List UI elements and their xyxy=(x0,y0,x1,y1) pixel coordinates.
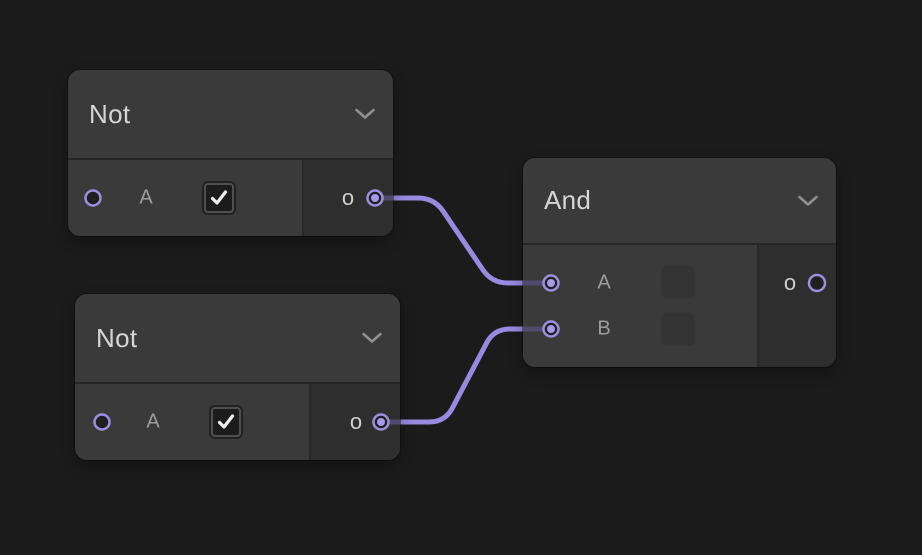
wire-not1-o-to-and-a[interactable] xyxy=(372,195,554,286)
port-not1-input-a[interactable] xyxy=(84,189,102,207)
node-not-1-header[interactable]: Not xyxy=(68,70,393,158)
input-label-b: B xyxy=(597,317,611,340)
output-label-o: o xyxy=(341,185,355,210)
checkmark-icon xyxy=(217,414,235,429)
port-and-input-a[interactable] xyxy=(542,274,560,292)
node-and[interactable]: And A B o xyxy=(523,158,836,367)
output-label-o: o xyxy=(783,270,797,295)
checkbox-a-checked[interactable] xyxy=(211,407,241,437)
node-not-1[interactable]: Not A o xyxy=(68,70,393,236)
node-and-header[interactable]: And xyxy=(523,158,836,243)
node-and-body: A B o xyxy=(523,243,836,367)
node-title: Not xyxy=(89,98,131,129)
value-box-a xyxy=(661,265,695,299)
port-and-output-o[interactable] xyxy=(807,273,827,293)
chevron-down-icon[interactable] xyxy=(797,194,819,208)
node-not-2-header[interactable]: Not xyxy=(75,294,400,382)
port-not1-output-o[interactable] xyxy=(366,189,384,207)
value-box-b xyxy=(661,312,695,346)
input-label-a: A xyxy=(146,410,160,433)
node-not-2-body: A o xyxy=(75,382,400,460)
input-label-a: A xyxy=(597,271,611,294)
wire-not2-o-to-and-b[interactable] xyxy=(378,326,554,425)
port-and-input-b[interactable] xyxy=(542,320,560,338)
chevron-down-icon[interactable] xyxy=(361,331,383,345)
node-and-output-section xyxy=(757,245,836,367)
chevron-down-icon[interactable] xyxy=(354,107,376,121)
input-label-a: A xyxy=(139,186,153,209)
port-not2-input-a[interactable] xyxy=(93,413,111,431)
node-not-1-body: A o xyxy=(68,158,393,236)
node-title: Not xyxy=(96,322,138,353)
node-title: And xyxy=(544,185,592,215)
checkbox-a-checked[interactable] xyxy=(204,183,234,213)
node-not-2[interactable]: Not A o xyxy=(75,294,400,460)
checkmark-icon xyxy=(210,190,228,205)
port-not2-output-o[interactable] xyxy=(372,413,390,431)
output-label-o: o xyxy=(349,409,363,434)
